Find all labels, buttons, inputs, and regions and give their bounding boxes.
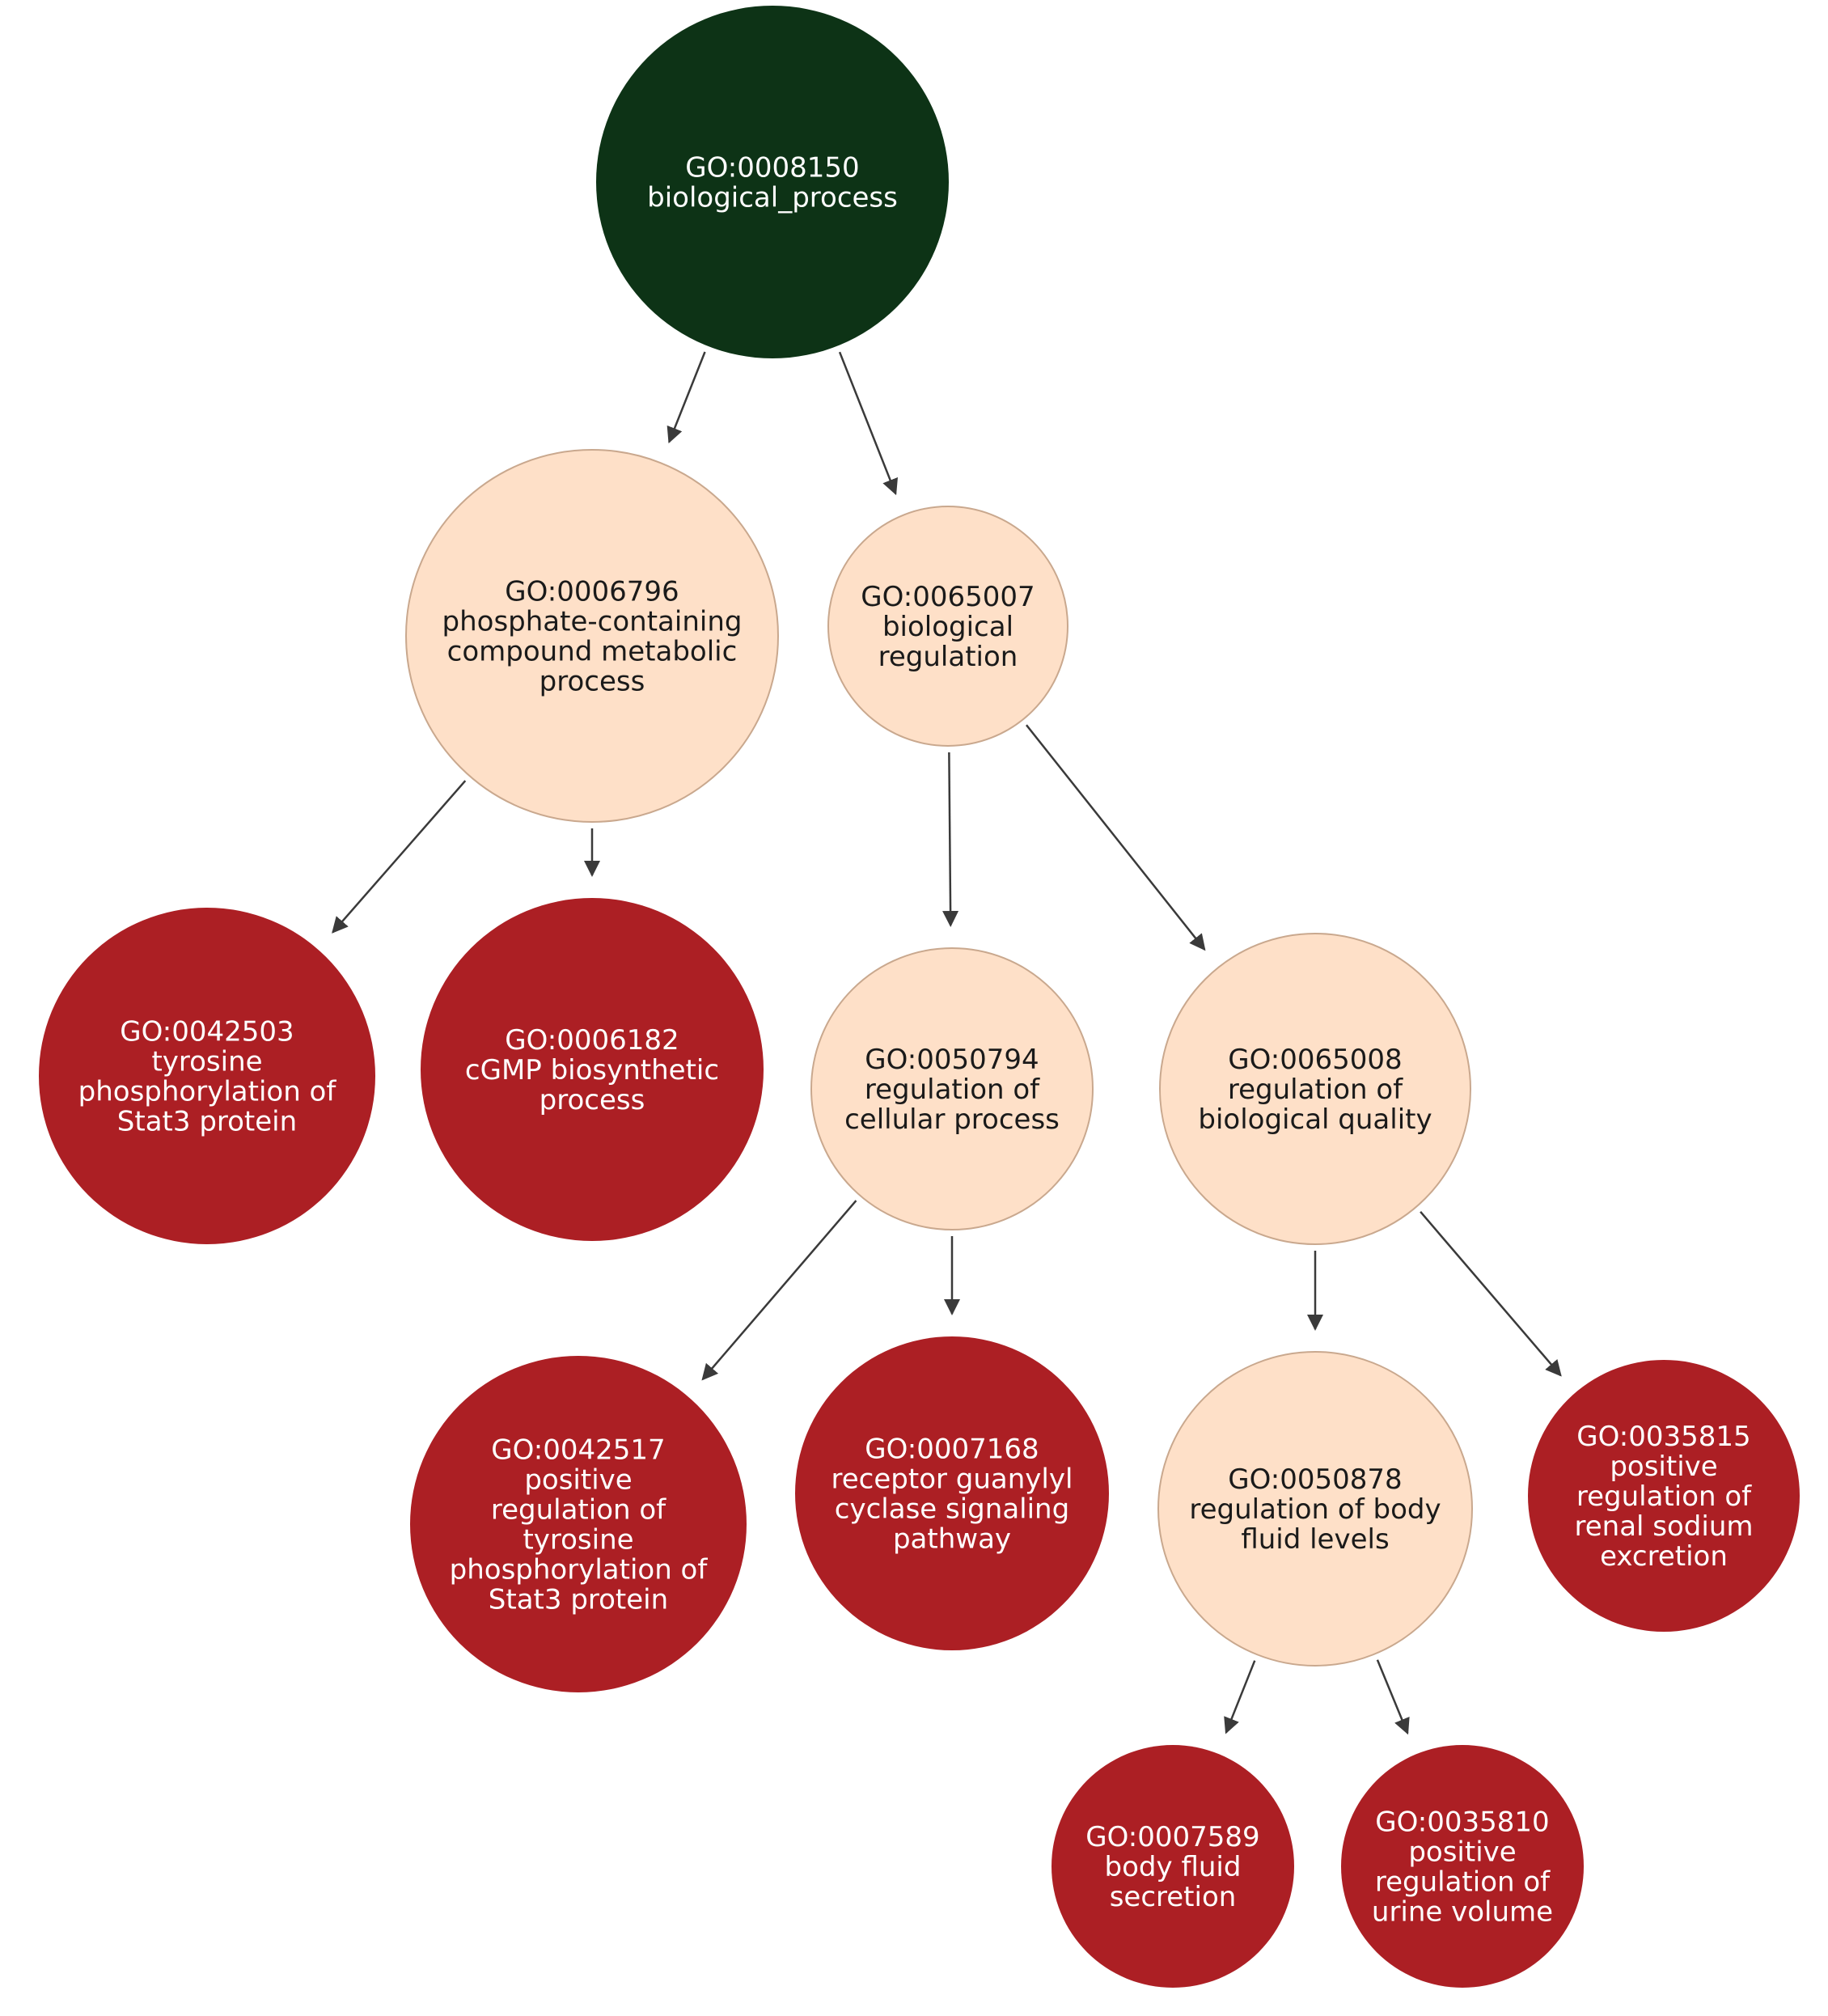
node-go-id: GO:0042503	[120, 1015, 294, 1048]
node-term-line: pathway	[893, 1523, 1011, 1555]
node-go-id: GO:0007589	[1085, 1821, 1259, 1853]
node-circle	[405, 449, 779, 823]
node-term-line: urine volume	[1372, 1895, 1553, 1928]
node-term-line: regulation of	[1576, 1480, 1752, 1513]
node-term-line: phosphate-containing	[442, 605, 743, 637]
node-circle	[1528, 1360, 1800, 1632]
node-circle	[810, 947, 1094, 1230]
node-circle	[827, 506, 1068, 747]
node-term-line: excretion	[1600, 1540, 1728, 1573]
node-term-line: regulation of	[865, 1074, 1040, 1106]
node-term-line: regulation of	[491, 1493, 666, 1526]
edge-GO0065007-to-GO0065008	[1026, 724, 1206, 951]
node-go-id: GO:0006182	[505, 1024, 679, 1057]
node-term-line: regulation	[878, 641, 1018, 673]
node-term-line: positive	[1408, 1836, 1516, 1868]
node-term-line: biological	[882, 611, 1013, 643]
node-term-line: biological quality	[1198, 1103, 1432, 1136]
node-go-id: GO:0007168	[865, 1433, 1039, 1465]
node-term-line: Stat3 protein	[117, 1105, 297, 1137]
edge-GO0006796-to-GO0042503	[332, 780, 467, 934]
node-circle	[410, 1356, 747, 1692]
node-go-id: GO:0065007	[861, 581, 1035, 613]
node-term-line: compound metabolic	[447, 635, 738, 667]
node-term-line: receptor guanylyl	[831, 1463, 1073, 1495]
node-term-line: process	[540, 1084, 645, 1116]
node-term-line: phosphorylation of	[78, 1075, 337, 1108]
node-circle	[39, 908, 375, 1244]
node-term-line: regulation of body	[1189, 1493, 1441, 1526]
edge-GO0065008-to-GO0035815	[1420, 1211, 1562, 1377]
node-go-id: GO:0050878	[1228, 1463, 1402, 1496]
node-circle	[1052, 1745, 1294, 1988]
node-term-line: cellular process	[844, 1103, 1060, 1136]
node-go-id: GO:0035810	[1375, 1806, 1549, 1838]
edge-GO0050878-to-GO0007589	[1224, 1660, 1256, 1734]
node-go-id: GO:0042517	[491, 1434, 665, 1466]
node-circle	[596, 6, 949, 358]
node-term-line: regulation of	[1228, 1074, 1403, 1106]
node-term-line: Stat3 protein	[489, 1583, 668, 1616]
node-term-line: cyclase signaling	[835, 1493, 1069, 1525]
edge-GO0008150-to-GO0006796	[666, 351, 706, 444]
node-term-line: body fluid	[1105, 1851, 1242, 1883]
edges-layer	[332, 351, 1562, 1735]
node-circle	[1159, 933, 1471, 1245]
node-term-line: secretion	[1110, 1881, 1237, 1913]
node-term-line: process	[540, 665, 645, 697]
node-term-line: regulation of	[1375, 1866, 1551, 1898]
edge-GO0050878-to-GO0035810	[1376, 1659, 1410, 1735]
edge-GO0065007-to-GO0050794	[942, 752, 959, 928]
node-term-line: positive	[1610, 1451, 1717, 1483]
node-go-id: GO:0065008	[1228, 1044, 1402, 1076]
node-circle	[1341, 1745, 1584, 1988]
edge-GO0008150-to-GO0065007	[838, 351, 898, 496]
node-go-id: GO:0035815	[1576, 1421, 1750, 1453]
node-term-line: biological_process	[647, 181, 898, 214]
node-term-line: renal sodium	[1575, 1510, 1754, 1543]
node-circle	[1157, 1351, 1473, 1667]
node-term-line: phosphorylation of	[450, 1553, 709, 1586]
node-circle	[795, 1336, 1109, 1650]
node-go-id: GO:0006796	[505, 575, 679, 608]
node-term-line: positive	[524, 1463, 632, 1496]
node-circle	[421, 898, 764, 1241]
node-go-id: GO:0008150	[685, 151, 859, 184]
nodes-layer: GO:0008150biological_processGO:0006796ph…	[39, 6, 1800, 1988]
node-term-line: fluid levels	[1241, 1523, 1389, 1556]
edge-GO0050794-to-GO0042517	[701, 1200, 857, 1381]
node-term-line: cGMP biosynthetic	[465, 1054, 719, 1086]
node-term-line: tyrosine	[151, 1045, 262, 1078]
node-go-id: GO:0050794	[865, 1044, 1039, 1076]
node-term-line: tyrosine	[523, 1523, 633, 1556]
